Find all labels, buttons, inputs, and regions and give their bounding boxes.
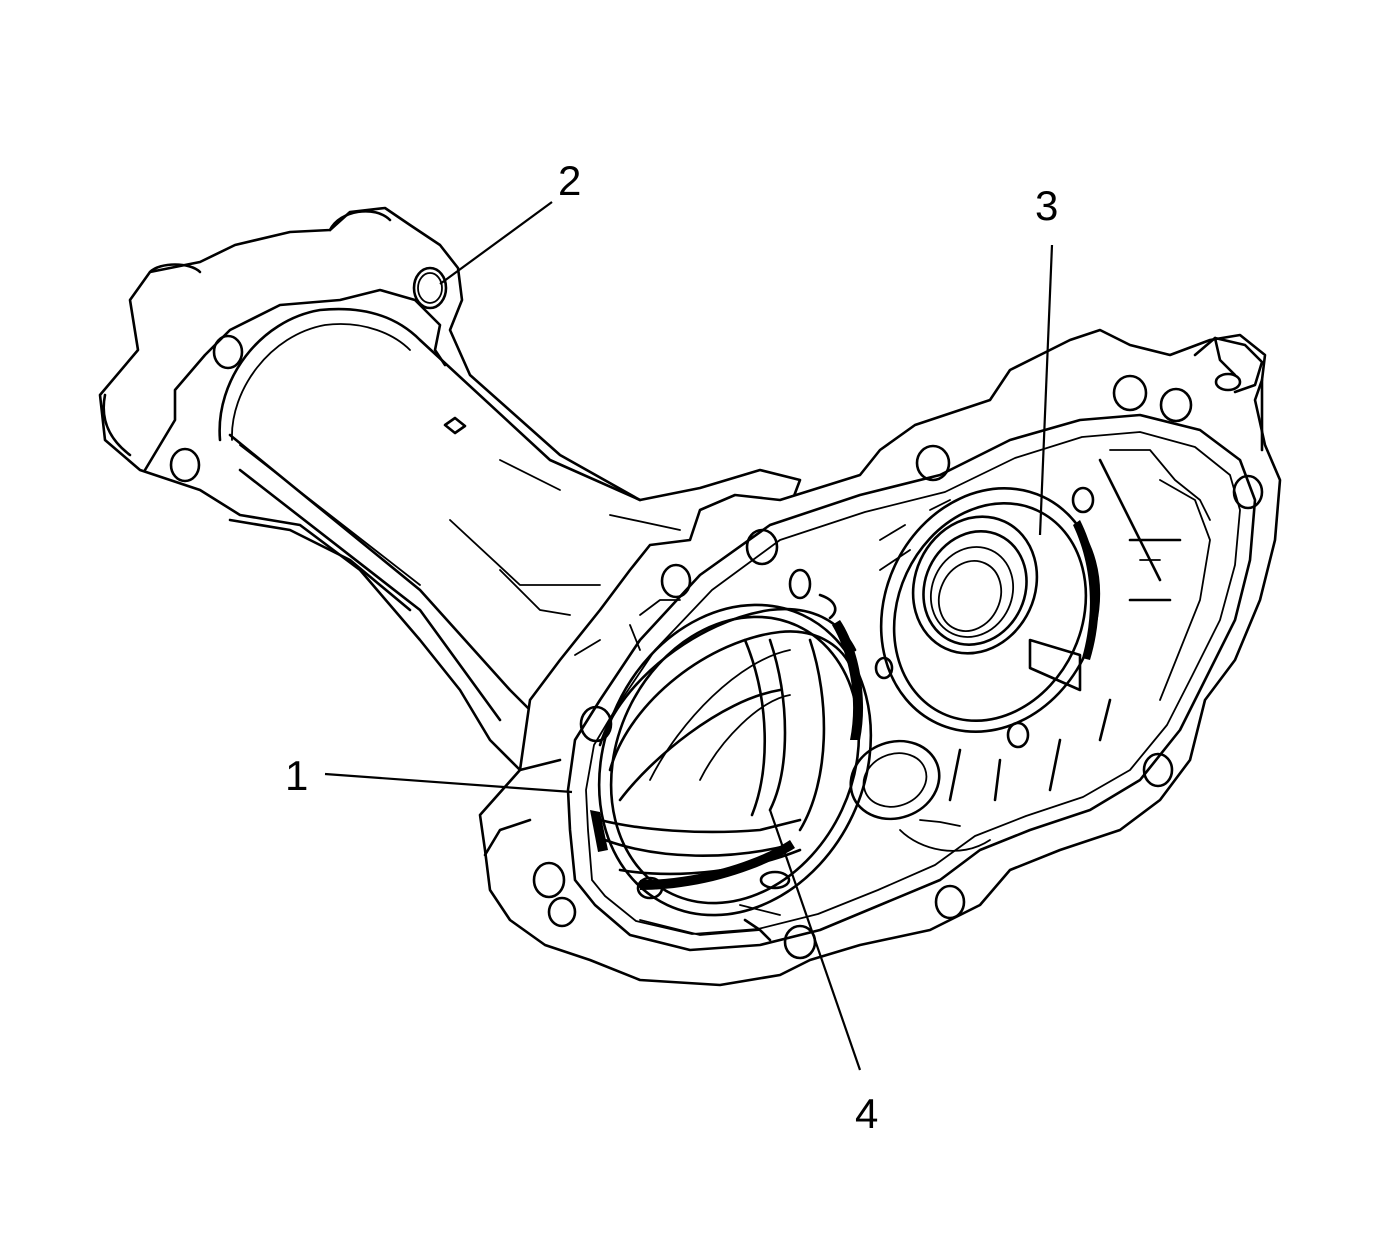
leader-1 xyxy=(324,772,573,794)
leader-2 xyxy=(439,201,553,285)
leader-3 xyxy=(1038,244,1054,536)
callout-3: 3 xyxy=(1035,182,1058,229)
callout-2: 2 xyxy=(558,157,581,204)
callouts: 1 2 3 4 xyxy=(285,157,1058,1137)
callout-1: 1 xyxy=(285,752,308,799)
leader-4 xyxy=(768,809,862,1071)
main-case xyxy=(478,328,1282,987)
leader-lines xyxy=(324,201,1054,1071)
callout-4: 4 xyxy=(855,1090,878,1137)
